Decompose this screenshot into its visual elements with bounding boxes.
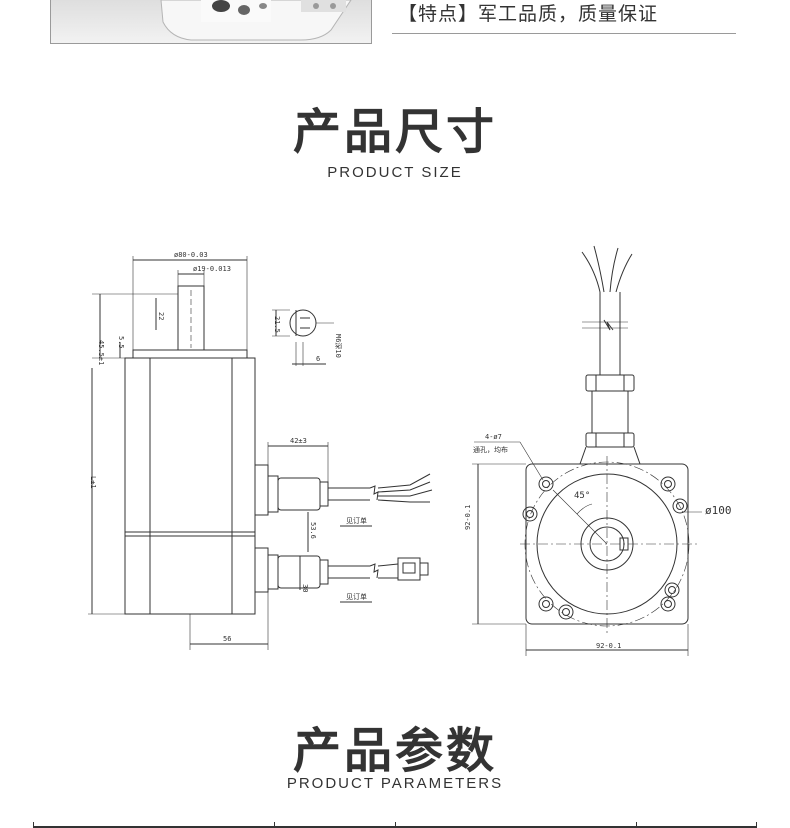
table-divider [33,822,34,828]
table-divider [756,822,757,828]
cable2-note: 见订单 [346,592,367,601]
side-view [88,256,433,650]
dim-holes: 4-ø7 [485,433,502,441]
dim-flange-dia: ø80-0.03 [174,251,208,259]
params-section-title: 产品参数 [292,723,497,779]
product-photo [50,0,372,44]
dim-circle-dia: ø100 [705,504,732,517]
holes-note: 通孔，均布 [473,445,508,454]
size-section-title: 产品尺寸 [292,104,497,160]
dimension-drawing: ø80-0.03 ø19-0.013 45.5±1 22 5.5 L±1 42±… [88,245,732,656]
table-divider [395,822,396,828]
dim-side-h: 92-0.1 [464,505,472,530]
cable1-note: 见订单 [346,516,367,525]
dim-conn-h: 30 [301,584,309,592]
dim-base-w: 56 [223,635,231,643]
dim-key-w: 6 [316,355,320,363]
params-section-subtitle: PRODUCT PARAMETERS [286,775,504,792]
size-section-subtitle: PRODUCT SIZE [327,164,463,181]
dim-angle: 45° [574,491,590,501]
feature-text: 【特点】军工品质，质量保证 [398,3,659,25]
dim-thread: M6深10 [334,334,343,358]
table-divider [636,822,637,828]
mounting-holes [522,476,688,620]
dim-key-h: 21.5 [273,316,281,333]
dim-shaft-dia: ø19-0.013 [193,265,231,273]
dim-step: 5.5 [117,336,125,349]
dim-body-len: L±1 [89,476,97,489]
dim-side-w: 92-0.1 [596,642,621,650]
dim-conn-gap: 53.6 [309,522,317,539]
dim-conn-len: 42±3 [290,437,307,445]
dim-shaft-ext: 45.5±1 [97,340,105,365]
dim-key-len: 22 [157,312,165,320]
table-divider [274,822,275,828]
front-view [472,245,702,656]
divider [392,33,736,34]
